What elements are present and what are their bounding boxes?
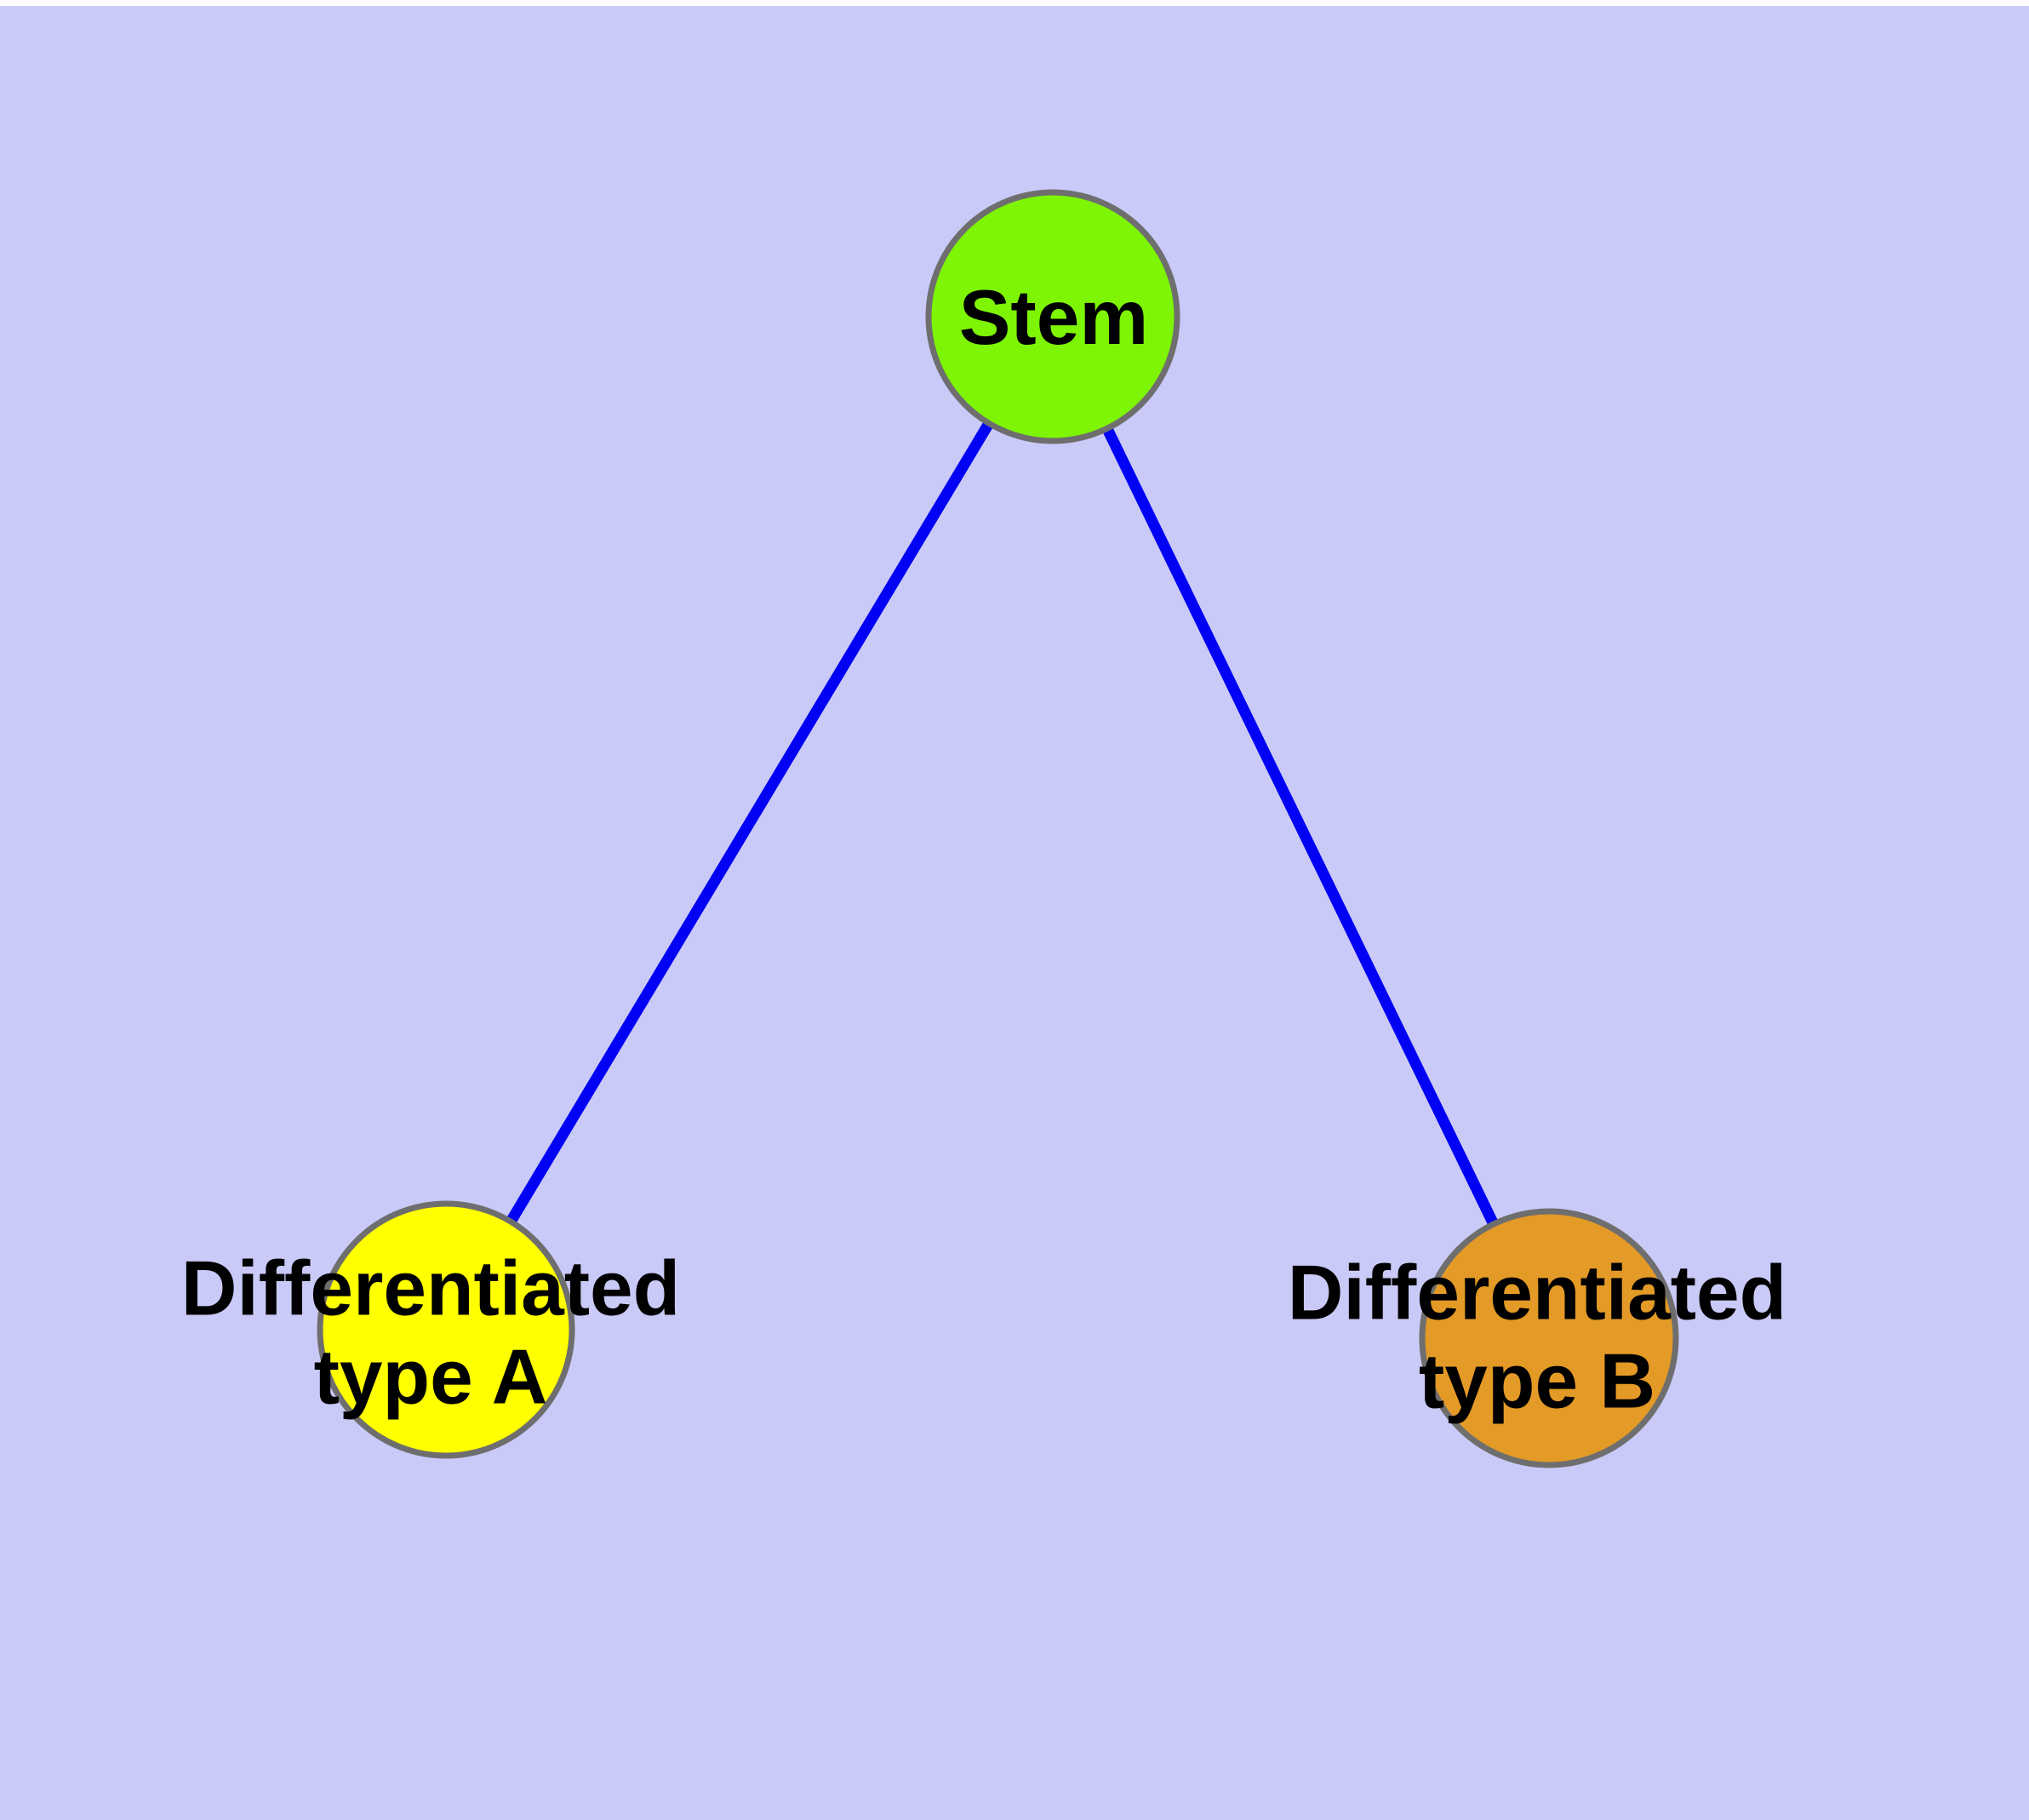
node-label-differentiated-type-b: Differentiated type B: [1287, 1250, 1787, 1424]
node-type-a-circle: [317, 1200, 575, 1459]
edge-stem-to-type-a: [441, 313, 1058, 1333]
node-label-stem: Stem: [958, 275, 1149, 362]
node-type-b-circle: [1419, 1208, 1679, 1468]
node-label-differentiated-type-a: Differentiated type A: [180, 1245, 681, 1420]
node-stem-circle: [925, 189, 1180, 444]
edge-stem-to-type-b: [1048, 314, 1554, 1341]
